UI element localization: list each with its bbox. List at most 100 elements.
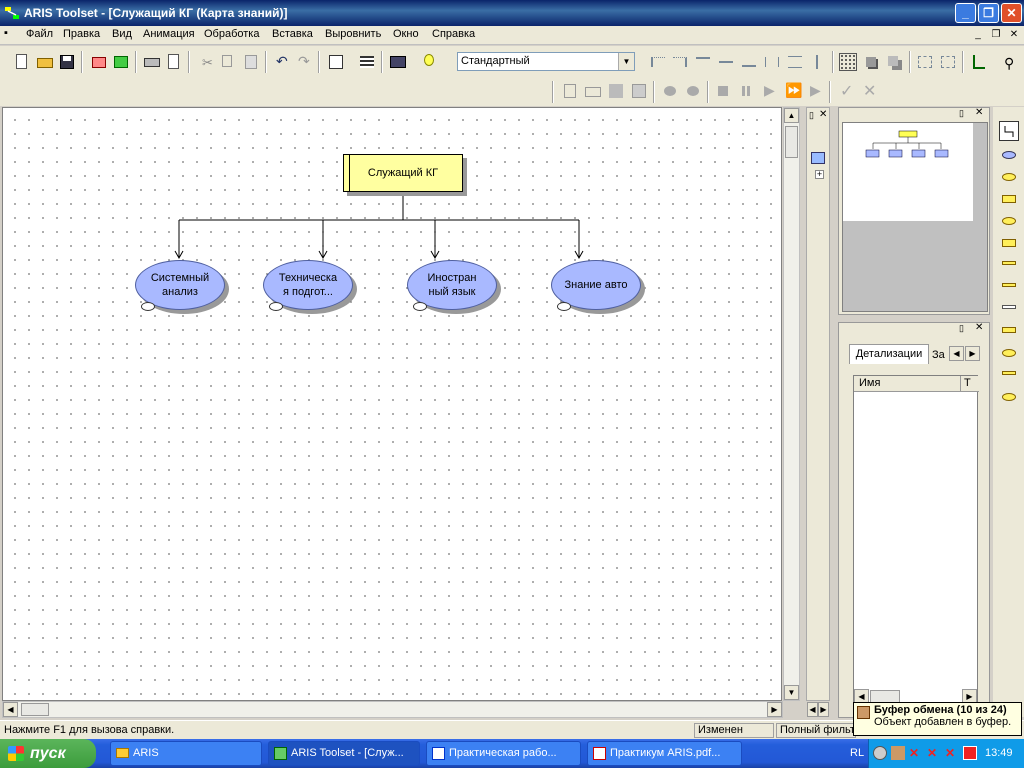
expand-icon[interactable]: + bbox=[815, 169, 824, 179]
minimize-button[interactable]: _ bbox=[955, 3, 976, 23]
align-bottom-icon[interactable] bbox=[739, 52, 759, 72]
tray-expand-icon[interactable] bbox=[873, 746, 887, 760]
close-icon[interactable]: ✕ bbox=[975, 322, 984, 333]
role-node[interactable]: Служащий КГ bbox=[343, 154, 463, 192]
open-icon[interactable] bbox=[35, 52, 55, 72]
print-preview-icon[interactable] bbox=[164, 52, 184, 72]
stop-icon[interactable] bbox=[713, 81, 733, 101]
play-icon[interactable]: ▶ bbox=[810, 82, 821, 98]
comment-bubble-icon[interactable] bbox=[141, 302, 155, 311]
close-icon[interactable]: ✕ bbox=[975, 107, 984, 118]
column-header-name[interactable]: Имя bbox=[854, 376, 961, 392]
tab-details[interactable]: Детализации bbox=[849, 344, 929, 364]
mdi-minimize-button[interactable]: _ bbox=[975, 29, 981, 40]
comment-bubble-icon[interactable] bbox=[269, 302, 283, 311]
connector-tool-icon[interactable] bbox=[999, 121, 1019, 141]
menu-file[interactable]: Файл bbox=[26, 28, 54, 40]
start-button[interactable]: пуск bbox=[0, 739, 96, 768]
model-icon[interactable] bbox=[89, 52, 109, 72]
symbol-oval-icon[interactable] bbox=[1002, 217, 1016, 225]
menu-window[interactable]: Окно bbox=[393, 28, 419, 40]
search-icon[interactable] bbox=[388, 52, 408, 72]
menu-help[interactable]: Справка bbox=[432, 28, 476, 40]
filter-icon[interactable] bbox=[357, 52, 377, 72]
align-center-icon[interactable] bbox=[670, 52, 690, 72]
comment-bubble-icon[interactable] bbox=[557, 302, 571, 311]
save-icon[interactable] bbox=[57, 52, 77, 72]
aris-app-icon[interactable] bbox=[4, 5, 20, 21]
mdi-close-button[interactable]: ✕ bbox=[1009, 29, 1019, 40]
fit-icon[interactable] bbox=[938, 52, 958, 72]
same-size-icon[interactable] bbox=[808, 52, 828, 72]
symbol-rect-icon[interactable] bbox=[1002, 195, 1016, 203]
menu-edit[interactable]: Правка bbox=[63, 28, 101, 40]
hierarchy-icon[interactable] bbox=[969, 52, 989, 72]
symbol-oval-icon[interactable] bbox=[1002, 393, 1016, 401]
close-button[interactable]: ✕ bbox=[1001, 3, 1022, 23]
symbol-line-icon[interactable] bbox=[1002, 261, 1016, 265]
step-icon[interactable]: ▶ bbox=[764, 82, 775, 98]
grid-icon[interactable] bbox=[838, 52, 858, 72]
menu-view[interactable]: Вид bbox=[112, 28, 132, 40]
navigator-icon[interactable] bbox=[811, 152, 825, 164]
scroll-right-icon[interactable]: ▶ bbox=[767, 702, 782, 717]
network-error-icon[interactable]: ✕ bbox=[927, 746, 938, 760]
paint-icon[interactable]: ⚲ bbox=[1004, 55, 1015, 71]
redo-icon[interactable]: ↷ bbox=[298, 53, 310, 69]
tray-app-icon[interactable] bbox=[891, 746, 905, 760]
align-top-icon[interactable] bbox=[693, 52, 713, 72]
knowledge-node-4[interactable]: Знание авто bbox=[551, 260, 641, 310]
task-word-document[interactable]: Практическая рабо... bbox=[426, 741, 581, 766]
scroll-left-icon[interactable]: ◀ bbox=[3, 702, 18, 717]
symbol-line-icon[interactable] bbox=[1002, 371, 1016, 375]
align-middle-icon[interactable] bbox=[716, 52, 736, 72]
title-bar[interactable]: ARIS Toolset - [Служащий КГ (Карта знани… bbox=[0, 0, 1024, 26]
layer-icon[interactable] bbox=[885, 52, 905, 72]
symbol-line-icon[interactable] bbox=[1002, 283, 1016, 287]
canvas-vertical-scrollbar[interactable]: ▲ ▼ bbox=[783, 107, 800, 701]
db-save-icon[interactable] bbox=[606, 81, 626, 101]
column-header-type[interactable]: Т bbox=[961, 376, 979, 392]
scroll-right-icon[interactable]: ▶ bbox=[818, 702, 829, 717]
knowledge-category-icon[interactable] bbox=[1002, 151, 1016, 159]
scroll-thumb[interactable] bbox=[21, 703, 49, 716]
task-pdf-document[interactable]: Практикум ARIS.pdf... bbox=[587, 741, 742, 766]
task-aris-folder[interactable]: ARIS bbox=[110, 741, 262, 766]
pin-icon[interactable]: ▯ bbox=[809, 110, 814, 120]
db-icon[interactable] bbox=[560, 81, 580, 101]
fast-forward-icon[interactable]: ⏩ bbox=[785, 82, 803, 98]
scroll-left-icon[interactable]: ◀ bbox=[807, 702, 818, 717]
tab-second[interactable]: За bbox=[929, 346, 949, 364]
symbol-document-icon[interactable] bbox=[1002, 239, 1016, 247]
network-error-icon[interactable]: ✕ bbox=[909, 746, 920, 760]
symbol-text-icon[interactable] bbox=[1002, 305, 1016, 309]
check-icon[interactable]: ✓ bbox=[840, 83, 854, 100]
zoom-icon[interactable] bbox=[915, 52, 935, 72]
overview-viewport[interactable] bbox=[842, 122, 988, 312]
pin-icon[interactable]: ▯ bbox=[959, 108, 964, 118]
menu-insert[interactable]: Вставка bbox=[272, 28, 313, 40]
distribute-v-icon[interactable] bbox=[785, 52, 805, 72]
task-aris-toolset[interactable]: ARIS Toolset - [Служ... bbox=[268, 741, 420, 766]
properties-icon[interactable] bbox=[326, 52, 346, 72]
mdi-restore-button[interactable]: ❐ bbox=[991, 29, 1001, 40]
cancel-icon[interactable]: ✕ bbox=[863, 83, 877, 100]
document-icon[interactable]: ▪ bbox=[4, 27, 8, 39]
tab-scroll-left-icon[interactable]: ◀ bbox=[949, 346, 964, 361]
details-list[interactable]: Имя Т ◀ ▶ bbox=[853, 375, 979, 705]
canvas-horizontal-scrollbar[interactable]: ◀ ▶ bbox=[2, 701, 783, 718]
comment-bubble-icon[interactable] bbox=[413, 302, 427, 311]
style-combo[interactable]: Стандартный▼ bbox=[457, 52, 635, 71]
lightbulb-icon[interactable] bbox=[419, 52, 439, 72]
copy-icon[interactable] bbox=[218, 52, 238, 72]
language-indicator[interactable]: RL bbox=[850, 747, 865, 759]
chevron-down-icon[interactable]: ▼ bbox=[618, 53, 634, 70]
pin-icon[interactable]: ▯ bbox=[959, 323, 964, 333]
scroll-down-icon[interactable]: ▼ bbox=[784, 685, 799, 700]
symbol-oval-icon[interactable] bbox=[1002, 349, 1016, 357]
pause-icon[interactable] bbox=[736, 81, 756, 101]
menu-processing[interactable]: Обработка bbox=[204, 28, 260, 40]
